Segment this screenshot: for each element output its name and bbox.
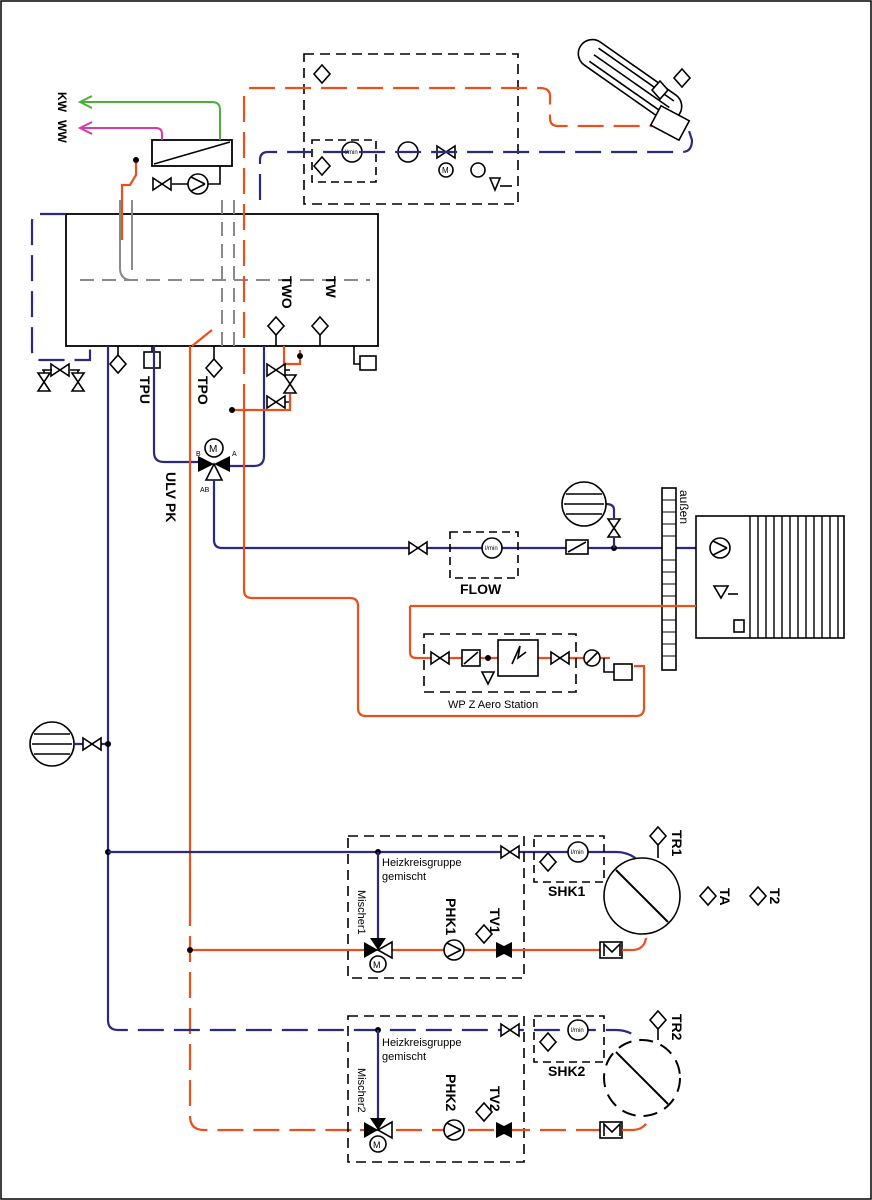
cold-water-line [80, 101, 221, 140]
t2-label: T2 [767, 888, 783, 905]
tpu-label: TPU [137, 376, 153, 404]
expansion-vessel-top [561, 481, 607, 527]
tpo-label: TPO [195, 376, 211, 405]
tv1-label: TV1 [487, 908, 503, 934]
phk2-label: PHK2 [443, 1074, 459, 1112]
radiator-2 [603, 1039, 681, 1117]
expansion-vessel-left [29, 721, 75, 767]
hk1-group-label-2: gemischt [382, 871, 426, 883]
collector-supply-line [242, 86, 660, 410]
svg-text:l/min: l/min [485, 546, 498, 552]
tank-return-dashed [30, 212, 92, 362]
aussen-label: außen [677, 490, 691, 524]
hk1-return-line [108, 850, 641, 863]
tv2-label: TV2 [487, 1086, 503, 1112]
port-b-label: B [196, 451, 201, 458]
shk2-label: SHK2 [548, 1063, 586, 1079]
hk2-return-line [106, 1019, 641, 1041]
tank-internal-coil [119, 200, 133, 281]
svg-text:M: M [373, 1140, 381, 1150]
hk2-group-label-1: Heizkreisgruppe [382, 1037, 461, 1049]
tr1-label: TR1 [669, 830, 685, 857]
ulv-pk-label: ULV PK [163, 472, 179, 522]
mischer2-label: Mischer2 [355, 1068, 367, 1113]
hk2-group-box [347, 1015, 525, 1163]
tank-internal-drop [221, 200, 235, 346]
outside-wall [661, 487, 677, 671]
ww-label: WW [55, 120, 69, 143]
tr2-label: TR2 [669, 1014, 685, 1041]
svg-text:M: M [373, 960, 381, 970]
aero-station-box [423, 633, 577, 693]
hk1-group-box [347, 835, 525, 979]
svg-text:M: M [209, 444, 217, 455]
svg-text:l/min: l/min [571, 1028, 584, 1034]
aero-station-label: WP Z Aero Station [448, 699, 538, 711]
svg-text:M: M [442, 166, 449, 175]
phk1-label: PHK1 [443, 898, 459, 936]
ta-label: TA [717, 888, 733, 906]
port-ab-label: AB [200, 487, 210, 494]
flow-meter-unit-top: l/min [345, 150, 358, 156]
mischer1-label: Mischer1 [355, 890, 367, 935]
flow-line-to-outdoor [212, 480, 696, 550]
flow-label: FLOW [460, 581, 502, 597]
kw-label: KW [55, 92, 69, 113]
red-dashed-return [188, 900, 360, 1132]
hk1-group-label-1: Heizkreisgruppe [382, 857, 461, 869]
hk2-group-label-2: gemischt [382, 1051, 426, 1063]
two-label: TWO [279, 276, 295, 309]
flow-box [449, 531, 519, 579]
svg-text:l/min: l/min [571, 850, 584, 856]
radiator-1 [603, 857, 681, 935]
port-a-label: A [232, 451, 237, 458]
warm-water-line [80, 127, 163, 140]
aero-supply-loop [242, 410, 646, 718]
collector-station-box [303, 53, 519, 205]
shk1-label: SHK1 [548, 883, 586, 899]
tw-label: TW [323, 276, 339, 299]
collector-return-line [258, 127, 694, 200]
outdoor-heat-pump [695, 515, 845, 639]
